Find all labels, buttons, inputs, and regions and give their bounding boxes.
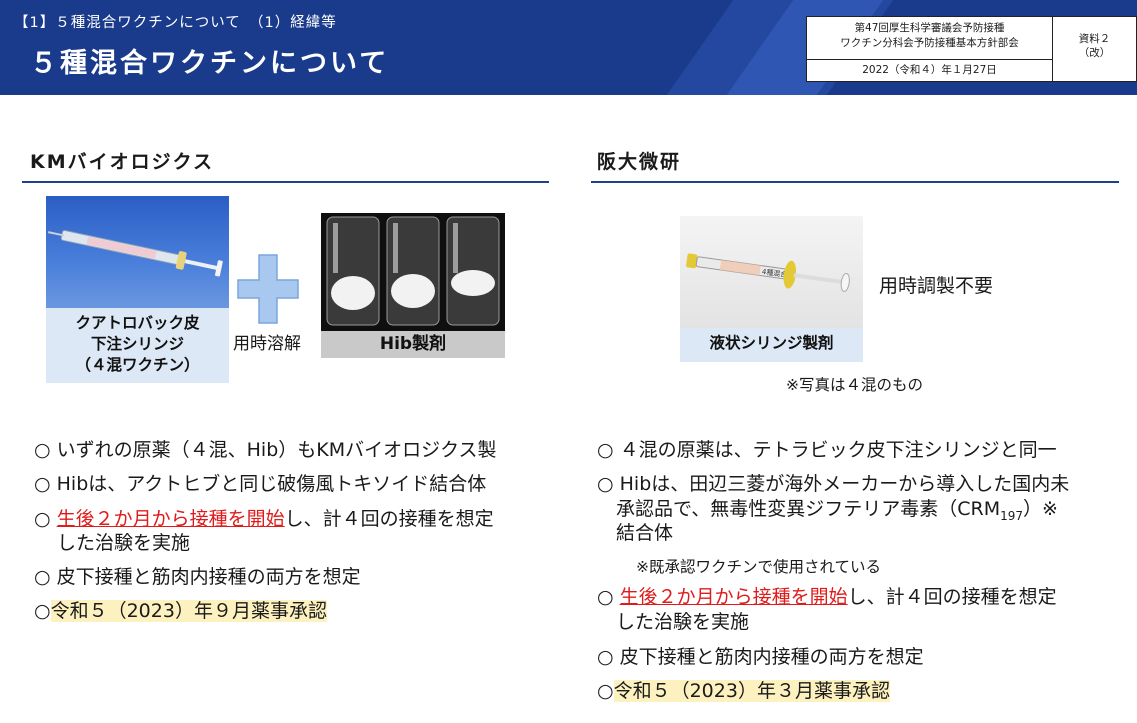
committee-line: ワクチン分科会予防接種基本方針部会 xyxy=(840,37,1019,49)
committee-name: 第47回厚生科学審議会予防接種 ワクチン分科会予防接種基本方針部会 xyxy=(807,21,1052,51)
doc-label: 資料２ xyxy=(1078,33,1111,45)
photo-note: ※写真は４混のもの xyxy=(786,376,923,394)
subscript-text: 197 xyxy=(1000,508,1024,523)
bullet-text: Hibは、アクトヒブと同じ破傷風トキソイド結合体 xyxy=(50,473,487,495)
bullet-item: ○ 生後２か月から接種を開始し、計４回の接種を想定 xyxy=(597,584,1057,610)
bullet-mark: ○ xyxy=(34,566,51,588)
plus-icon xyxy=(237,254,299,324)
bullet-item: ○ いずれの原薬（４混、Hib）もKMバイオロジクス製 xyxy=(34,437,497,463)
doc-label: （改） xyxy=(1078,47,1111,59)
meeting-info-box: 第47回厚生科学審議会予防接種 ワクチン分科会予防接種基本方針部会 2022（令… xyxy=(806,16,1137,82)
page-title: ５種混合ワクチンについて xyxy=(30,48,390,79)
bullet-mark: ○ xyxy=(597,586,614,608)
syringe-caption: クアトロバック皮 下注シリンジ （４混ワクチン） xyxy=(46,313,229,376)
meeting-date: 2022（令和４）年１月27日 xyxy=(807,59,1052,82)
emphasis-text: 生後２か月から接種を開始 xyxy=(56,508,285,530)
section-divider xyxy=(591,181,1119,183)
bullet-text: 皮下接種と筋肉内接種の両方を想定 xyxy=(613,646,924,668)
bullet-item: ○ ４混の原薬は、テトラビック皮下注シリンジと同一 xyxy=(597,437,1057,463)
bullet-text: し、計４回の接種を想定 xyxy=(847,586,1057,608)
bullet-mark: ○ xyxy=(34,473,51,495)
bullet-text: いずれの原薬（４混、Hib）もKMバイオロジクス製 xyxy=(50,439,497,461)
emphasis-text: 生後２か月から接種を開始 xyxy=(619,586,848,608)
bullet-mark: ○ xyxy=(597,439,614,461)
bullet-mark: ○ xyxy=(597,680,614,702)
liquid-syringe-caption: 液状シリンジ製剤 xyxy=(709,334,834,352)
bullet-text: 承認品で、無毒性変異ジフテリア毒素（CRM xyxy=(616,498,1001,520)
bullet-item: ○ Hibは、田辺三菱が海外メーカーから導入した国内未 xyxy=(597,471,1069,497)
bullet-text: Hibは、田辺三菱が海外メーカーから導入した国内未 xyxy=(613,473,1070,495)
footnote: ※既承認ワクチンで使用されている xyxy=(636,558,882,576)
document-number: 資料２ （改） xyxy=(1053,32,1136,60)
bullet-continuation: した治験を実施 xyxy=(616,611,750,633)
section-divider xyxy=(22,181,549,183)
km-syringe-photo xyxy=(46,196,229,308)
bullet-item: ○令和５（2023）年３月薬事承認 xyxy=(597,678,890,704)
bullet-mark: ○ xyxy=(34,600,51,622)
liquid-syringe-panel: 4種混合 液状シリンジ製剤 xyxy=(680,216,863,362)
vial-icon xyxy=(321,213,505,331)
syringe-icon: 4種混合 xyxy=(686,253,850,292)
approval-text: 令和５（2023）年３月薬事承認 xyxy=(613,680,890,702)
syringe-label: 4種混合 xyxy=(761,267,787,279)
bullet-text: ）※ xyxy=(1023,498,1058,520)
committee-line: 第47回厚生科学審議会予防接種 xyxy=(854,22,1005,34)
bullet-mark: ○ xyxy=(597,646,614,668)
bullet-continuation: 承認品で、無毒性変異ジフテリア毒素（CRM197）※ xyxy=(616,496,1058,529)
bullet-mark: ○ xyxy=(34,439,51,461)
caption-line: （４混ワクチン） xyxy=(75,356,200,374)
bullet-item: ○令和５（2023）年９月薬事承認 xyxy=(34,598,327,624)
bullet-item: ○ Hibは、アクトヒブと同じ破傷風トキソイド結合体 xyxy=(34,471,486,497)
caption-line: クアトロバック皮 xyxy=(75,314,200,332)
breadcrumb: 【1】５種混合ワクチンについて （1）経緯等 xyxy=(14,15,337,31)
bullet-continuation: 結合体 xyxy=(616,522,674,544)
hib-caption: Hib製剤 xyxy=(321,331,505,358)
mix-label: 用時溶解 xyxy=(233,334,301,354)
bullet-mark: ○ xyxy=(34,508,51,530)
no-prep-label: 用時調製不要 xyxy=(879,275,994,297)
meeting-info-left: 第47回厚生科学審議会予防接種 ワクチン分科会予防接種基本方針部会 2022（令… xyxy=(807,17,1053,81)
caption-line: 下注シリンジ xyxy=(90,335,184,353)
bullet-text: 皮下接種と筋肉内接種の両方を想定 xyxy=(50,566,361,588)
syringe-panel: クアトロバック皮 下注シリンジ （４混ワクチン） xyxy=(46,196,229,383)
bullet-item: ○ 皮下接種と筋肉内接種の両方を想定 xyxy=(597,644,924,670)
biken-syringe-photo: 4種混合 xyxy=(680,216,863,328)
bullet-text: し、計４回の接種を想定 xyxy=(284,508,494,530)
hib-vials-photo: Hib製剤 xyxy=(321,213,505,358)
approval-text: 令和５（2023）年９月薬事承認 xyxy=(50,600,327,622)
bullet-item: ○ 生後２か月から接種を開始し、計４回の接種を想定 xyxy=(34,506,494,532)
bullet-item: ○ 皮下接種と筋肉内接種の両方を想定 xyxy=(34,564,361,590)
bullet-text: ４混の原薬は、テトラビック皮下注シリンジと同一 xyxy=(613,439,1057,461)
header-banner: 【1】５種混合ワクチンについて （1）経緯等 ５種混合ワクチンについて 第47回… xyxy=(0,0,1137,95)
bullet-continuation: した治験を実施 xyxy=(57,532,191,554)
section-title-km: KMバイオロジクス xyxy=(30,151,215,173)
syringe-icon xyxy=(47,229,223,277)
bullet-mark: ○ xyxy=(597,473,614,495)
section-title-biken: 阪大微研 xyxy=(597,151,682,173)
